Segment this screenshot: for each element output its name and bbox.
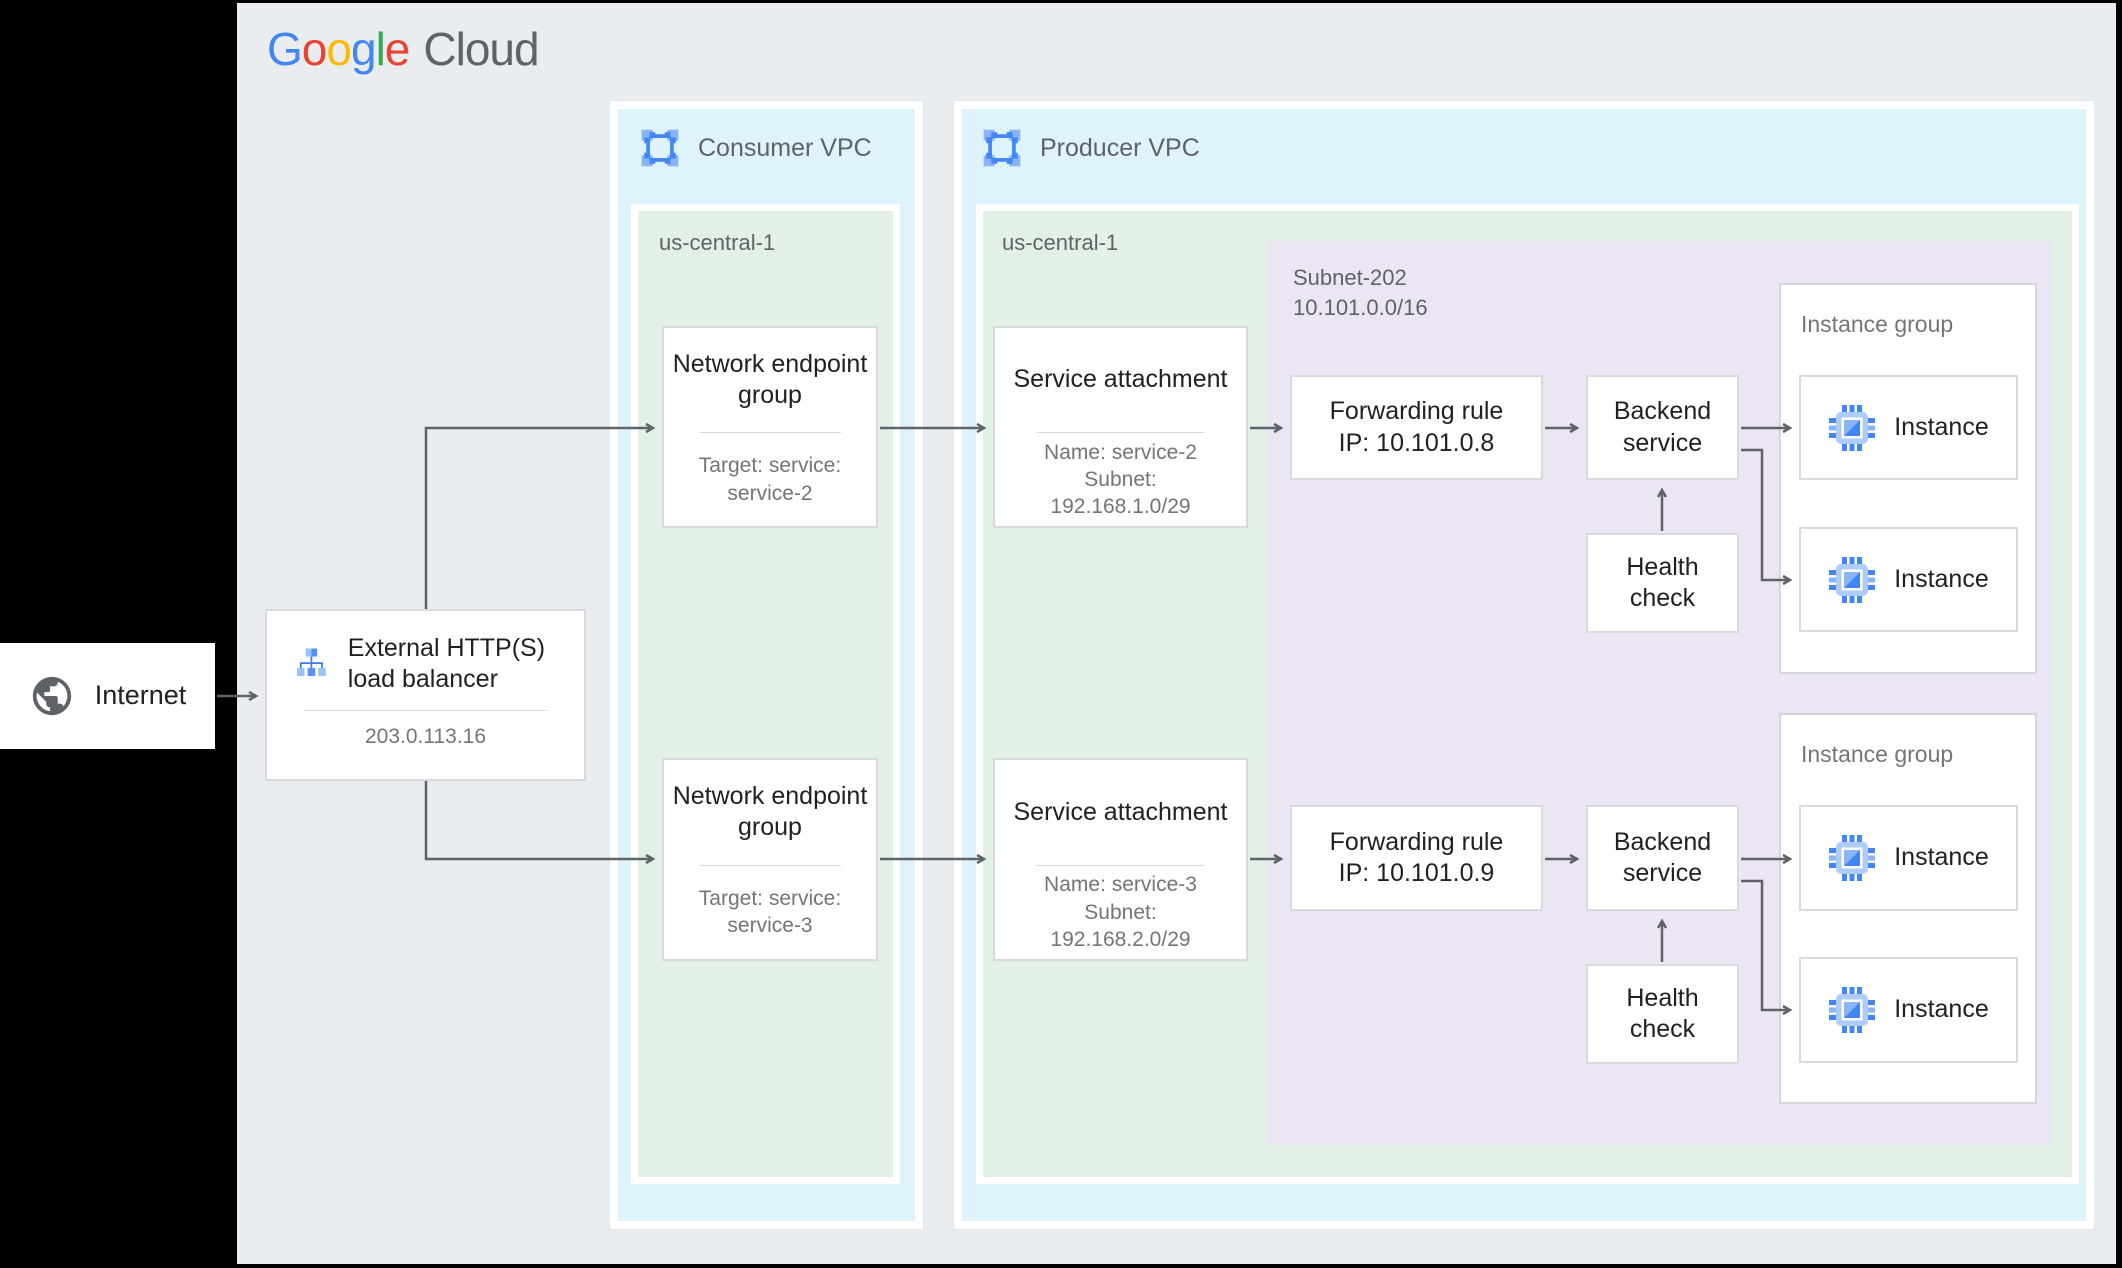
instance-2: Instance — [1799, 527, 2018, 632]
sa-2-title: Service attachment — [1013, 797, 1228, 826]
internet-node: Internet — [0, 643, 215, 749]
instance-4-label: Instance — [1894, 995, 1989, 1024]
divider — [303, 709, 548, 711]
health-check-2: Health check — [1586, 964, 1739, 1064]
bs-2-title: Backend service — [1613, 827, 1712, 887]
instance-group-1-label: Instance group — [1801, 311, 1954, 337]
load-balancer-ip: 203.0.113.16 — [364, 724, 487, 748]
internet-label: Internet — [94, 680, 187, 711]
producer-vpc-label: Producer VPC — [1040, 133, 1200, 162]
consumer-vpc-label: Consumer VPC — [698, 133, 872, 162]
consumer-vpc-header: Consumer VPC — [638, 126, 872, 170]
divider — [1035, 432, 1206, 434]
forwarding-rule-1: Forwarding rule IP: 10.101.0.8 — [1290, 375, 1543, 480]
fr-1-ip: IP: 10.101.0.8 — [1338, 428, 1495, 457]
sa-2-subnet-cidr: 192.168.2.0/29 — [1050, 927, 1191, 951]
internet-globe-icon — [32, 676, 71, 716]
divider — [1035, 864, 1206, 866]
google-logo-cloud: Cloud — [423, 23, 539, 75]
producer-vpc-header: Producer VPC — [980, 126, 1200, 170]
divider — [699, 432, 841, 434]
instance-4: Instance — [1799, 957, 2018, 1063]
divider — [699, 864, 841, 866]
vpc-network-icon — [641, 129, 679, 167]
forwarding-rule-2: Forwarding rule IP: 10.101.0.9 — [1290, 805, 1543, 911]
compute-instance-icon — [1829, 556, 1876, 603]
instance-3: Instance — [1799, 805, 2018, 911]
compute-instance-icon — [1829, 835, 1876, 881]
network-endpoint-group-2: Network endpoint group Target: service: … — [662, 758, 878, 961]
instance-2-label: Instance — [1894, 564, 1989, 593]
sa-1-subnet-label: Subnet: — [1084, 467, 1157, 491]
sa-1-name: Name: service-2 — [1044, 440, 1197, 464]
backend-service-2: Backend service — [1586, 805, 1739, 911]
bs-1-title: Backend service — [1613, 397, 1712, 457]
neg-1-title: Network endpoint group — [672, 349, 868, 410]
instance-group-2-label: Instance group — [1801, 741, 1954, 767]
service-attachment-1: Service attachment Name: service-2 Subne… — [993, 326, 1248, 528]
service-attachment-2: Service attachment Name: service-3 Subne… — [993, 758, 1248, 961]
health-check-1: Health check — [1586, 533, 1739, 633]
hc-1-title: Health check — [1626, 552, 1699, 612]
sa-1-subnet-cidr: 192.168.1.0/29 — [1050, 495, 1191, 519]
google-logo-google: Google — [267, 23, 410, 75]
external-https-load-balancer: External HTTP(S) load balancer 203.0.113… — [265, 609, 586, 781]
instance-1-label: Instance — [1894, 412, 1989, 441]
load-balancer-title: External HTTP(S) load balancer — [347, 634, 546, 694]
subnet-name: Subnet-202 — [1293, 265, 1407, 290]
compute-instance-icon — [1829, 987, 1876, 1033]
hc-2-title: Health check — [1626, 983, 1699, 1043]
vpc-network-icon — [983, 129, 1021, 167]
fr-2-ip: IP: 10.101.0.9 — [1338, 859, 1495, 887]
instance-3-label: Instance — [1894, 843, 1989, 872]
instance-1: Instance — [1799, 375, 2018, 480]
subnet-cidr: 10.101.0.0/16 — [1293, 294, 1428, 320]
neg-1-target: Target: service: service-2 — [698, 454, 842, 505]
sa-2-name: Name: service-3 — [1044, 873, 1197, 897]
neg-2-target: Target: service: service-3 — [698, 887, 842, 938]
sa-2-subnet-label: Subnet: — [1084, 900, 1157, 924]
producer-region-label: us-central-1 — [1002, 230, 1119, 255]
network-endpoint-group-1: Network endpoint group Target: service: … — [662, 326, 878, 528]
google-cloud-logo: Google Cloud — [267, 22, 540, 76]
consumer-region-label: us-central-1 — [659, 230, 776, 255]
fr-1-title: Forwarding rule — [1329, 397, 1504, 426]
subnet-label: Subnet-202 10.101.0.0/16 — [1293, 263, 1428, 322]
neg-2-title: Network endpoint group — [672, 782, 868, 842]
load-balancer-icon — [297, 648, 326, 677]
sa-1-title: Service attachment — [1013, 365, 1228, 394]
compute-instance-icon — [1829, 404, 1876, 451]
fr-2-title: Forwarding rule — [1329, 827, 1504, 856]
backend-service-1: Backend service — [1586, 375, 1739, 480]
